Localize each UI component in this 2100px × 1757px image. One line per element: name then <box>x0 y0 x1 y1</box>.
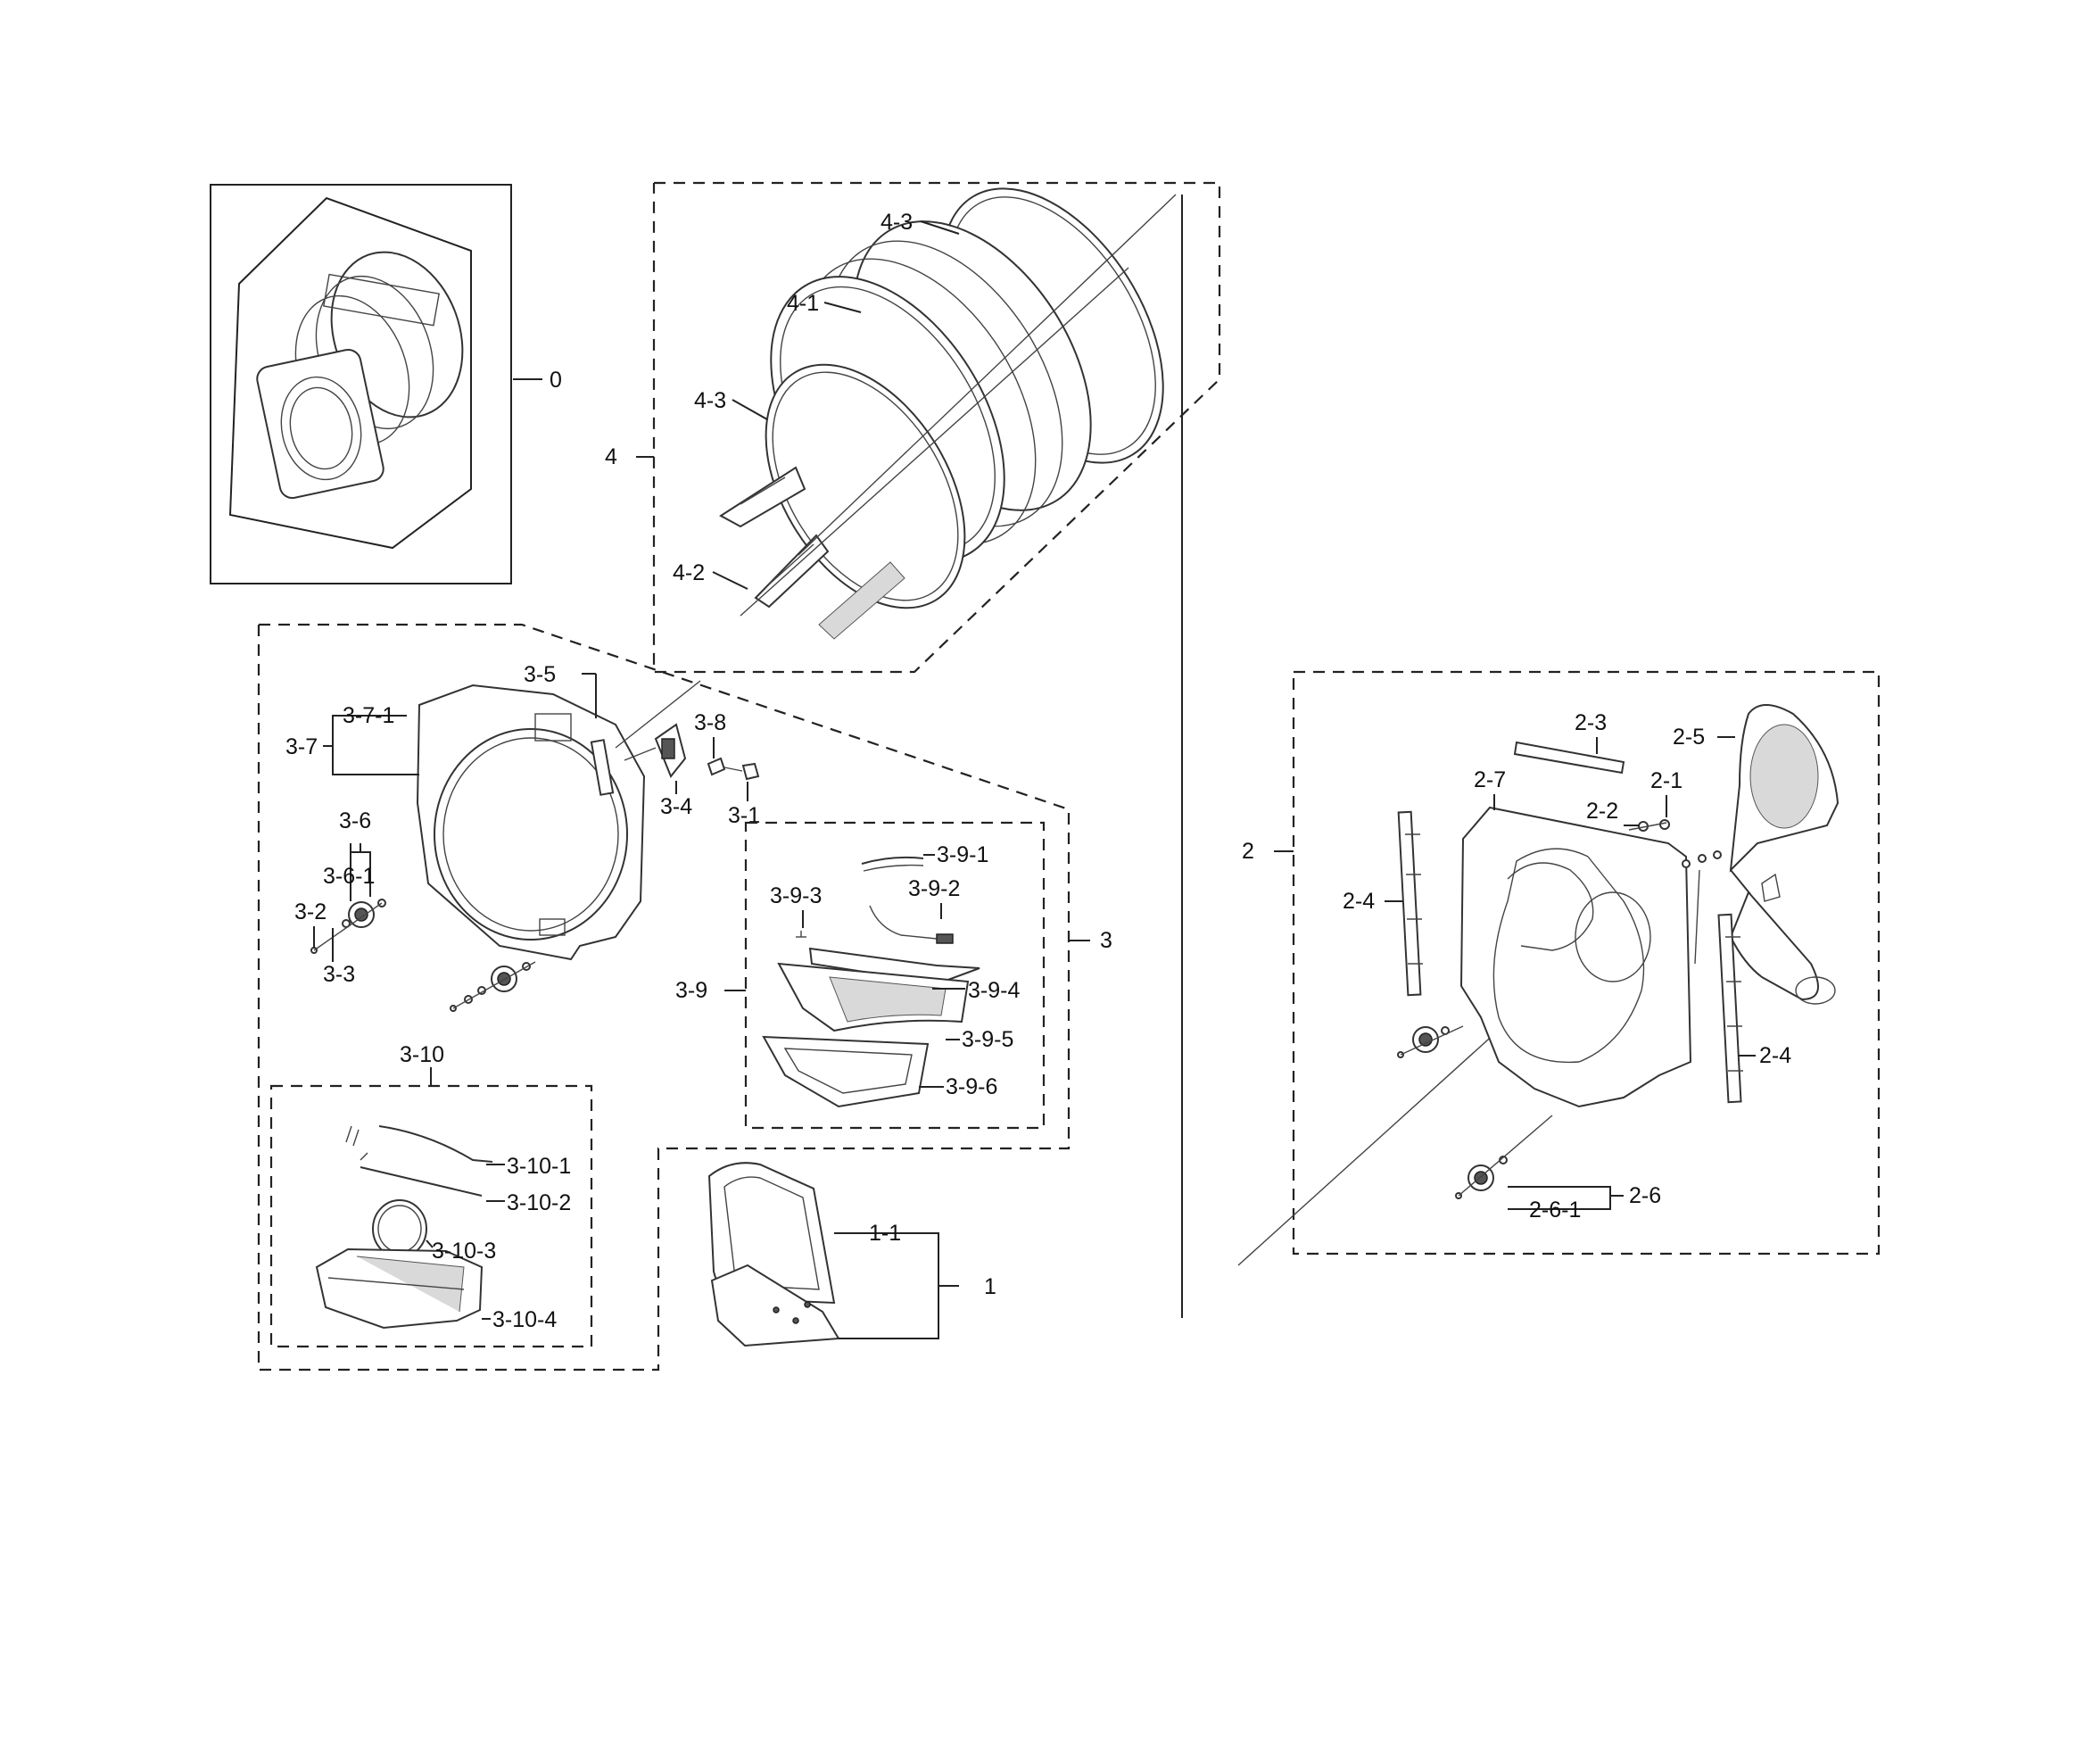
drum-group-box <box>636 181 1221 1318</box>
lint-filter-parts <box>707 1162 840 1347</box>
label-3-6-1: 3-6-1 <box>323 864 375 889</box>
label-3-10-2: 3-10-2 <box>507 1190 571 1215</box>
label-3-10: 3-10 <box>400 1042 444 1067</box>
filter-housing-parts <box>762 856 980 1108</box>
front-frame-group-box <box>257 623 1090 1372</box>
label-3-9: 3-9 <box>675 978 707 1003</box>
duct-parts <box>315 1125 493 1330</box>
label-2-6-1: 2-6-1 <box>1529 1198 1581 1222</box>
label-4-2: 4-2 <box>673 560 705 585</box>
label-3-9-4: 3-9-4 <box>968 978 1020 1003</box>
label-2-7: 2-7 <box>1474 767 1506 792</box>
label-2: 2 <box>1242 839 1254 864</box>
duct-group-box <box>269 1067 593 1348</box>
label-3-5: 3-5 <box>524 662 556 687</box>
label-3-7-1: 3-7-1 <box>343 703 394 728</box>
label-3-9-6: 3-9-6 <box>946 1074 997 1099</box>
label-3-1: 3-1 <box>728 803 760 828</box>
label-3-9-2: 3-9-2 <box>908 876 960 901</box>
label-4: 4 <box>605 444 617 469</box>
label-3-10-1: 3-10-1 <box>507 1154 571 1179</box>
label-2-4-right: 2-4 <box>1759 1043 1791 1068</box>
label-2-2: 2-2 <box>1586 799 1618 824</box>
label-3-9-5: 3-9-5 <box>962 1027 1013 1052</box>
label-3-10-4: 3-10-4 <box>492 1307 557 1332</box>
label-3: 3 <box>1100 928 1112 953</box>
label-1-1: 1-1 <box>869 1221 901 1246</box>
label-0: 0 <box>550 368 562 393</box>
label-2-5: 2-5 <box>1673 725 1705 750</box>
label-1: 1 <box>984 1274 996 1299</box>
label-4-3-rear: 4-3 <box>881 210 913 235</box>
label-3-4: 3-4 <box>660 794 692 819</box>
label-3-7: 3-7 <box>285 734 318 759</box>
label-3-10-3: 3-10-3 <box>432 1239 496 1264</box>
label-3-3: 3-3 <box>323 962 355 987</box>
label-4-1: 4-1 <box>787 291 819 316</box>
drum-parts <box>719 187 1177 640</box>
label-3-9-1: 3-9-1 <box>937 842 988 867</box>
front-frame-parts <box>310 680 760 1012</box>
label-3-9-3: 3-9-3 <box>770 883 822 908</box>
label-4-3-front: 4-3 <box>694 388 726 413</box>
label-2-3: 2-3 <box>1575 710 1607 735</box>
label-3-6: 3-6 <box>339 808 371 833</box>
assembly-overview-box <box>210 184 542 584</box>
label-3-8: 3-8 <box>694 710 726 735</box>
filter-housing-group-box <box>724 821 1046 1130</box>
label-2-4-left: 2-4 <box>1343 889 1375 914</box>
label-2-1: 2-1 <box>1650 768 1682 793</box>
rear-panel-parts <box>1397 704 1840 1199</box>
label-2-6: 2-6 <box>1629 1183 1661 1208</box>
label-3-2: 3-2 <box>294 899 327 924</box>
